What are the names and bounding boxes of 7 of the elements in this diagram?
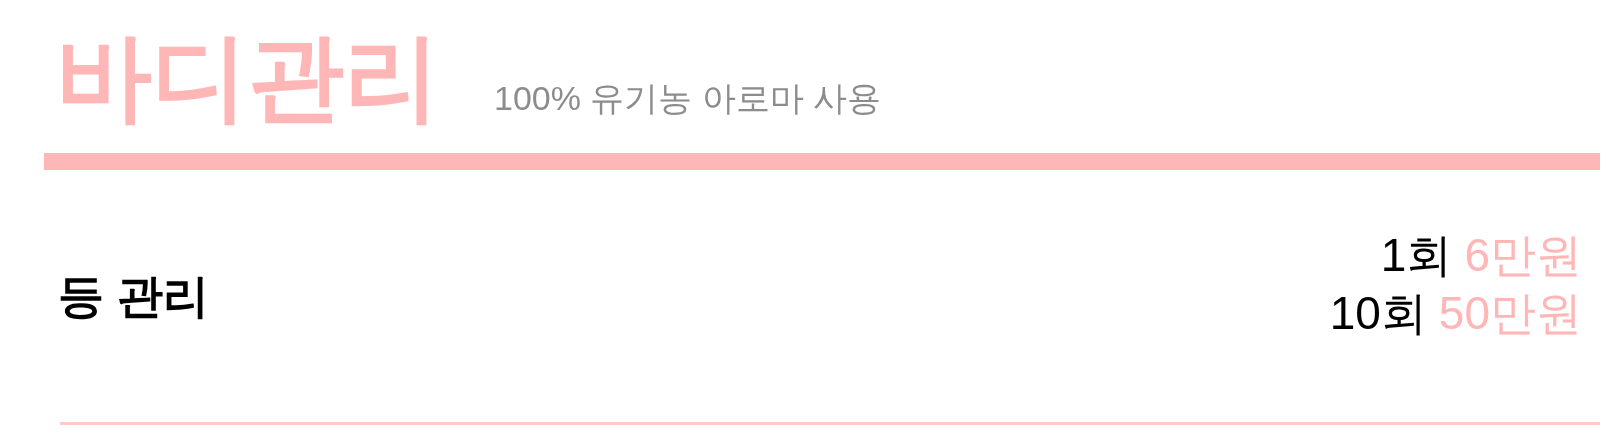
- service-name: 등 관리: [58, 269, 209, 324]
- price: 6만원: [1464, 228, 1582, 283]
- subtitle: 100% 유기농 아로마 사용: [494, 78, 882, 119]
- session-count: 10회: [1329, 286, 1427, 341]
- page-title: 바디관리: [56, 22, 440, 132]
- session-count: 1회: [1380, 228, 1453, 283]
- price: 50만원: [1438, 286, 1582, 341]
